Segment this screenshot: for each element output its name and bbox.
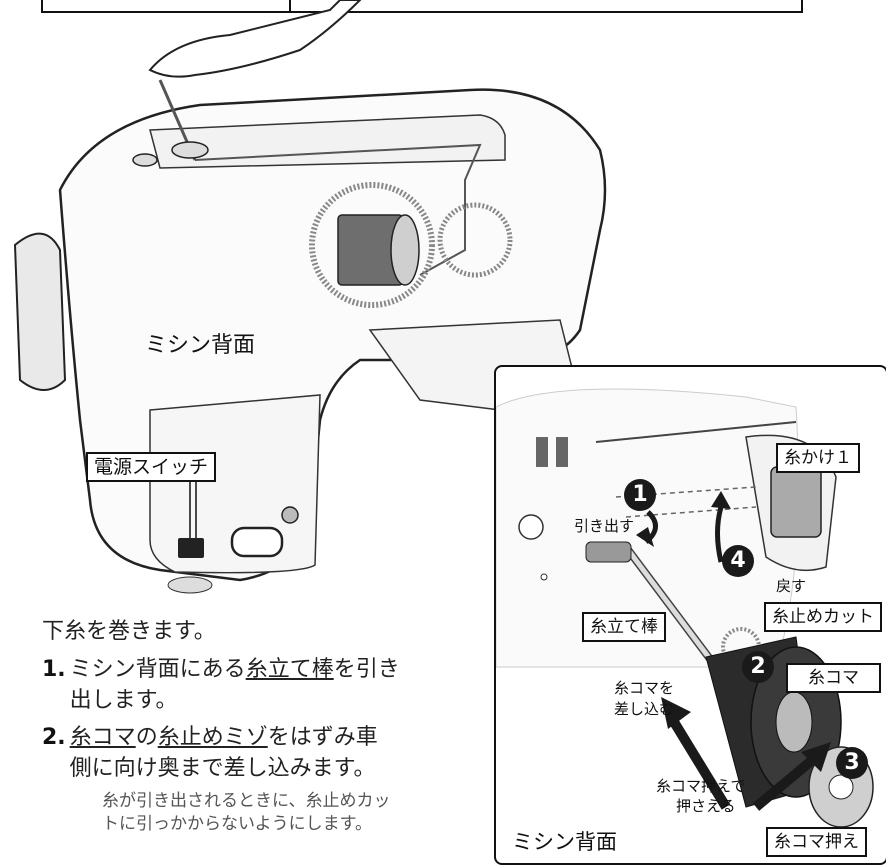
inset-machine-back-label: ミシン背面 bbox=[512, 830, 617, 854]
step-1-marker: 1 bbox=[624, 479, 656, 511]
step-2-text-a: 糸コマ bbox=[69, 725, 136, 750]
press-cap-label-1: 糸コマ押えで bbox=[656, 777, 746, 795]
pull-out-label: 引き出す bbox=[574, 517, 635, 535]
step-2-text-e: 側に向け奥まで差し込みます。 bbox=[69, 756, 376, 781]
step-2-text-c: 糸止めミゾ bbox=[157, 725, 268, 750]
insert-spool-label-2: 差し込む bbox=[614, 700, 675, 718]
step-1-number: 1. bbox=[42, 657, 66, 682]
instructions: 下糸を巻きます。 1. ミシン背面にある糸立て棒を引き 出します。 2. 糸コマ… bbox=[42, 618, 482, 836]
inset-illustration bbox=[496, 388, 874, 828]
thread-guide-label: 糸かけ１ bbox=[776, 443, 860, 473]
machine-back-label: ミシン背面 bbox=[145, 333, 256, 358]
step-1-text-d: 出します。 bbox=[69, 688, 178, 713]
step-3-marker: 3 bbox=[836, 747, 868, 779]
step-2-text-d: をはずみ車 bbox=[267, 725, 378, 750]
step-1-text-c: を引き bbox=[333, 657, 400, 682]
thread-cut-label: 糸止めカット bbox=[764, 602, 882, 632]
step-2-text-b: の bbox=[135, 725, 158, 750]
spool-pin-label: 糸立て棒 bbox=[582, 612, 666, 642]
power-switch-label: 電源スイッチ bbox=[86, 452, 217, 482]
step-2-number: 2. bbox=[42, 725, 66, 750]
step-1: 1. ミシン背面にある糸立て棒を引き 出します。 bbox=[42, 654, 482, 716]
step-4-marker: 4 bbox=[722, 545, 754, 577]
step-1-text-a: ミシン背面にある bbox=[69, 657, 246, 682]
instructions-lead: 下糸を巻きます。 bbox=[42, 619, 216, 644]
press-cap-label-2: 押さえる bbox=[676, 797, 736, 815]
return-label: 戻す bbox=[776, 577, 807, 595]
step-2-note: 糸が引き出されるときに、糸止めカットに引っかからないようにします。 bbox=[102, 791, 391, 834]
spool-cap-label: 糸コマ押え bbox=[766, 827, 867, 857]
step-1-text-b: 糸立て棒 bbox=[245, 657, 334, 682]
detail-inset-panel: 糸かけ１ 引き出す 戻す 糸立て棒 糸止めカット 糸コマ 糸コマを 差し込む 糸… bbox=[494, 365, 886, 865]
spool-label: 糸コマ bbox=[786, 663, 881, 693]
step-2: 2. 糸コマの糸止めミゾをはずみ車 側に向け奥まで差し込みます。 bbox=[42, 722, 482, 784]
insert-spool-label-1: 糸コマを bbox=[614, 679, 675, 697]
step-2-marker: 2 bbox=[742, 651, 774, 683]
